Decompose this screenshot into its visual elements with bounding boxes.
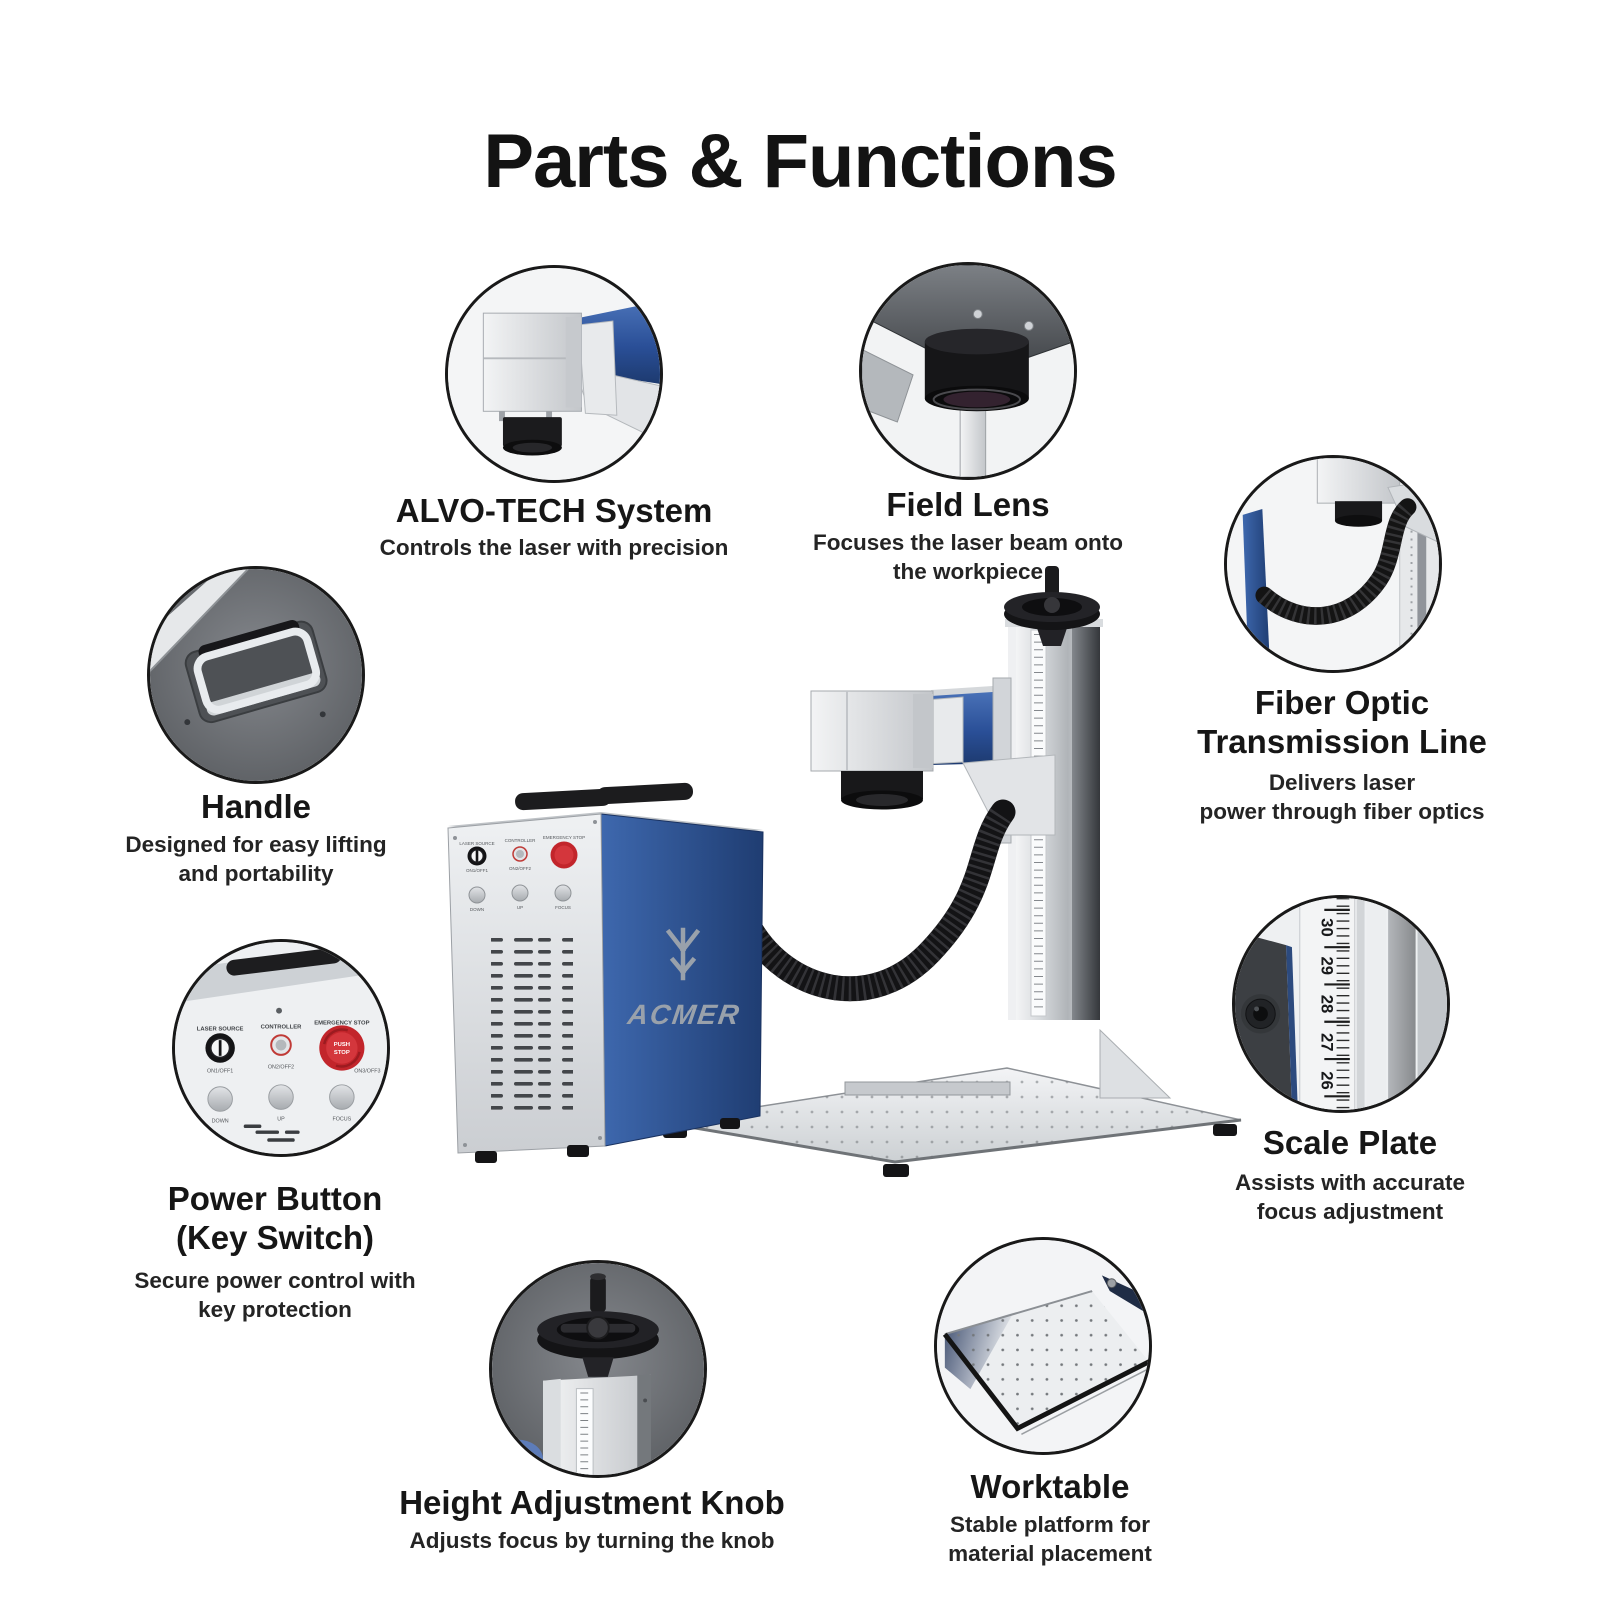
power-button-description: Secure power control with key protection — [134, 1268, 416, 1323]
recessed-handle — [184, 619, 328, 724]
machine-fiber-cable — [738, 799, 1016, 1002]
machine-emergency-stop — [550, 841, 578, 869]
corner-bracket — [1101, 1275, 1149, 1315]
svg-text:UP: UP — [277, 1117, 285, 1123]
lens-barrel — [502, 417, 562, 456]
svg-text:26: 26 — [1317, 1071, 1336, 1090]
alvo-tech-title: ALVO-TECH System — [395, 492, 713, 529]
machine-panel-labels: LASER SOURCE CONTROLLER EMERGENCY STOP O… — [459, 835, 585, 912]
handle-image — [147, 566, 365, 784]
machine-key-switch — [467, 846, 487, 866]
galvo-head — [482, 312, 618, 422]
scale-plate-image: 30 29 28 27 26 — [1232, 895, 1450, 1113]
vent-slots — [243, 1124, 300, 1142]
emergency-stop-button: PUSH STOP — [319, 1025, 365, 1071]
column-bands — [1356, 898, 1447, 1110]
svg-text:ON2/OFF2: ON2/OFF2 — [509, 866, 532, 871]
height-knob-description: Adjusts focus by turning the knob — [409, 1528, 775, 1553]
field-lens-description: Focuses the laser beam onto the workpiec… — [812, 530, 1124, 585]
worktable-description: Stable platform for material placement — [948, 1512, 1152, 1567]
svg-text:CONTROLLER: CONTROLLER — [261, 1024, 303, 1030]
svg-text:DOWN: DOWN — [470, 907, 484, 912]
height-knob-image — [489, 1260, 707, 1478]
mount-screws — [972, 309, 1034, 331]
scale-plate-title: Scale Plate — [1262, 1124, 1438, 1161]
field-lens-image — [859, 262, 1077, 480]
machine-vent-slots — [491, 938, 573, 1116]
machine-galvo-head — [810, 690, 964, 810]
svg-text:FOCUS: FOCUS — [332, 1117, 351, 1123]
svg-text:28: 28 — [1317, 995, 1336, 1014]
top-edge-highlight — [150, 569, 249, 672]
machine-column-gusset — [1099, 1028, 1172, 1099]
handle-description: Designed for easy lifting and portabilit… — [125, 832, 387, 887]
top-handle — [226, 947, 342, 976]
hand-wheel — [537, 1273, 659, 1377]
column-top — [543, 1374, 651, 1475]
blue-panel-edge — [1242, 509, 1271, 670]
svg-text:CONTROLLER: CONTROLLER — [505, 838, 537, 843]
perforated-plate — [942, 1290, 1149, 1435]
handle-title: Handle — [200, 788, 312, 825]
page-title: Parts & Functions — [483, 119, 1117, 204]
adjustment-buttons — [207, 1084, 355, 1112]
svg-text:ON1/OFF1: ON1/OFF1 — [466, 868, 489, 873]
scale-plate-description: Assists with accurate focus adjustment — [1234, 1170, 1466, 1225]
machine-control-box: LASER SOURCE CONTROLLER EMERGENCY STOP O… — [447, 782, 764, 1163]
machine-base-crossbar — [844, 1081, 1011, 1096]
machine-round-buttons — [468, 884, 572, 904]
fiber-optic-title: Fiber Optic Transmission Line — [1197, 684, 1487, 760]
power-button-title: Power Button (Key Switch) — [167, 1180, 383, 1256]
machine-head-bracket — [962, 754, 1056, 836]
lens-glass — [943, 391, 1011, 408]
power-button-image: LASER SOURCE CONTROLLER EMERGENCY STOP O… — [172, 939, 390, 1157]
svg-text:27: 27 — [1317, 1033, 1336, 1052]
svg-text:LASER SOURCE: LASER SOURCE — [459, 841, 494, 846]
svg-text:30: 30 — [1317, 918, 1336, 937]
svg-text:FOCUS: FOCUS — [555, 905, 571, 910]
worktable-image — [934, 1237, 1152, 1455]
alvo-tech-image — [445, 265, 663, 483]
svg-text:STOP: STOP — [334, 1050, 350, 1056]
field-lens-title: Field Lens — [886, 486, 1050, 523]
lens-cylinder — [924, 328, 1029, 412]
fiber-optic-description: Delivers laser power through fiber optic… — [1199, 770, 1485, 825]
acmer-logo-text: ACMER — [625, 999, 743, 1030]
svg-text:ON3/OFF3: ON3/OFF3 — [354, 1069, 380, 1075]
fiber-cable — [1255, 498, 1417, 625]
svg-text:ON2/OFF2: ON2/OFF2 — [268, 1065, 294, 1071]
alvo-tech-description: Controls the laser with precision — [379, 535, 729, 560]
machine-handle-rear — [597, 782, 693, 805]
svg-text:ON1/OFF1: ON1/OFF1 — [207, 1069, 233, 1075]
controller-button — [270, 1034, 292, 1056]
machine-controller-button — [512, 846, 528, 862]
svg-text:EMERGENCY STOP: EMERGENCY STOP — [314, 1020, 369, 1026]
svg-text:LASER SOURCE: LASER SOURCE — [197, 1026, 244, 1032]
svg-text:UP: UP — [517, 905, 523, 910]
machine-height-knob — [1004, 566, 1100, 646]
acmer-logo-icon — [665, 927, 701, 981]
worktable-title: Worktable — [970, 1468, 1130, 1505]
machine-handle-front — [515, 788, 611, 811]
panel-labels: LASER SOURCE CONTROLLER EMERGENCY STOP — [197, 1020, 370, 1032]
svg-text:PUSH: PUSH — [334, 1042, 350, 1048]
svg-text:EMERGENCY STOP: EMERGENCY STOP — [543, 835, 585, 840]
ruler: 30 29 28 27 26 — [1299, 898, 1356, 1110]
fiber-optic-image — [1224, 455, 1442, 673]
svg-text:29: 29 — [1317, 956, 1336, 975]
laser-marking-machine-illustration: LASER SOURCE CONTROLLER EMERGENCY STOP O… — [447, 566, 1242, 1177]
height-knob-title: Height Adjustment Knob — [399, 1484, 785, 1521]
key-switch — [205, 1033, 235, 1063]
svg-text:DOWN: DOWN — [212, 1119, 229, 1125]
panel-sublabels: ON1/OFF1 ON2/OFF2 ON3/OFF3 DOWN UP FOCUS — [207, 1065, 381, 1125]
